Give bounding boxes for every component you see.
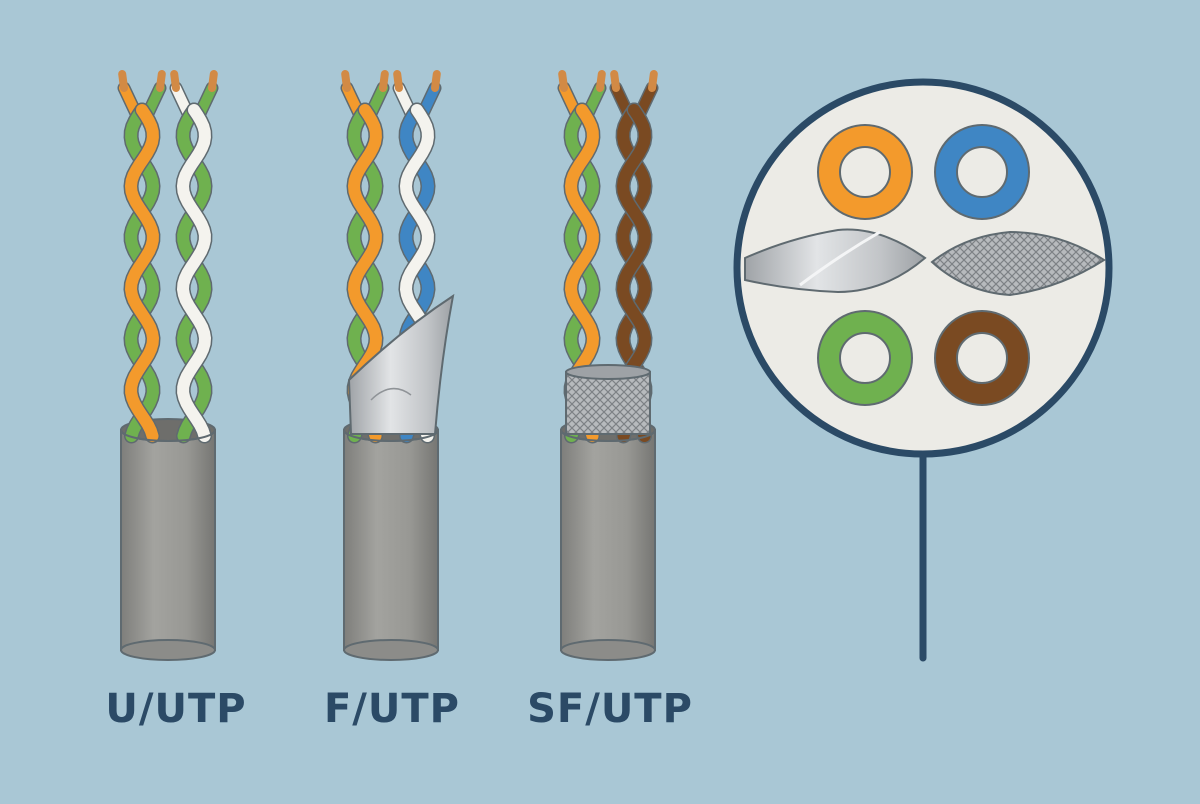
copper-tip <box>379 70 389 92</box>
cable-jacket <box>343 429 439 651</box>
cable-label-uutp: U/UTP <box>105 686 247 732</box>
cable-u-utp <box>117 70 219 661</box>
copper-tip <box>170 70 180 92</box>
jacket-rim <box>560 429 656 442</box>
jacket-rim <box>120 429 216 442</box>
copper-tip <box>341 70 351 92</box>
brown-conductor-core <box>956 332 1008 384</box>
copper-tip <box>393 70 403 92</box>
cable-jacket <box>560 429 656 651</box>
copper-tip <box>208 70 218 92</box>
cable-sf-utp <box>557 70 659 661</box>
cable-label-sfutp: SF/UTP <box>527 686 693 732</box>
cable-label-futp: F/UTP <box>323 686 460 732</box>
copper-tip <box>558 70 568 92</box>
jacket-bottom <box>343 639 439 661</box>
foil-crease <box>370 387 412 401</box>
copper-tip <box>610 70 620 92</box>
jacket-bottom <box>120 639 216 661</box>
braid-top <box>565 364 651 380</box>
copper-tip <box>596 70 606 92</box>
jacket-bottom <box>560 639 656 661</box>
orange-conductor-core <box>839 146 891 198</box>
braid-layer <box>930 230 1106 297</box>
copper-tip <box>648 70 658 92</box>
cable-jacket <box>120 429 216 651</box>
cable-f-utp <box>340 70 455 661</box>
jacket-rim <box>343 429 439 442</box>
foil-highlight <box>799 230 881 287</box>
copper-tip <box>156 70 166 92</box>
wire-pair-1 <box>117 70 167 444</box>
blue-conductor-core <box>956 146 1008 198</box>
green-conductor-core <box>839 332 891 384</box>
foil-shield <box>347 293 455 435</box>
copper-tip <box>431 70 441 92</box>
wire-pair-2 <box>169 70 219 444</box>
copper-tip <box>118 70 128 92</box>
twisted-wire <box>176 104 212 442</box>
braid-shield <box>565 371 651 435</box>
twisted-wire <box>124 104 160 442</box>
